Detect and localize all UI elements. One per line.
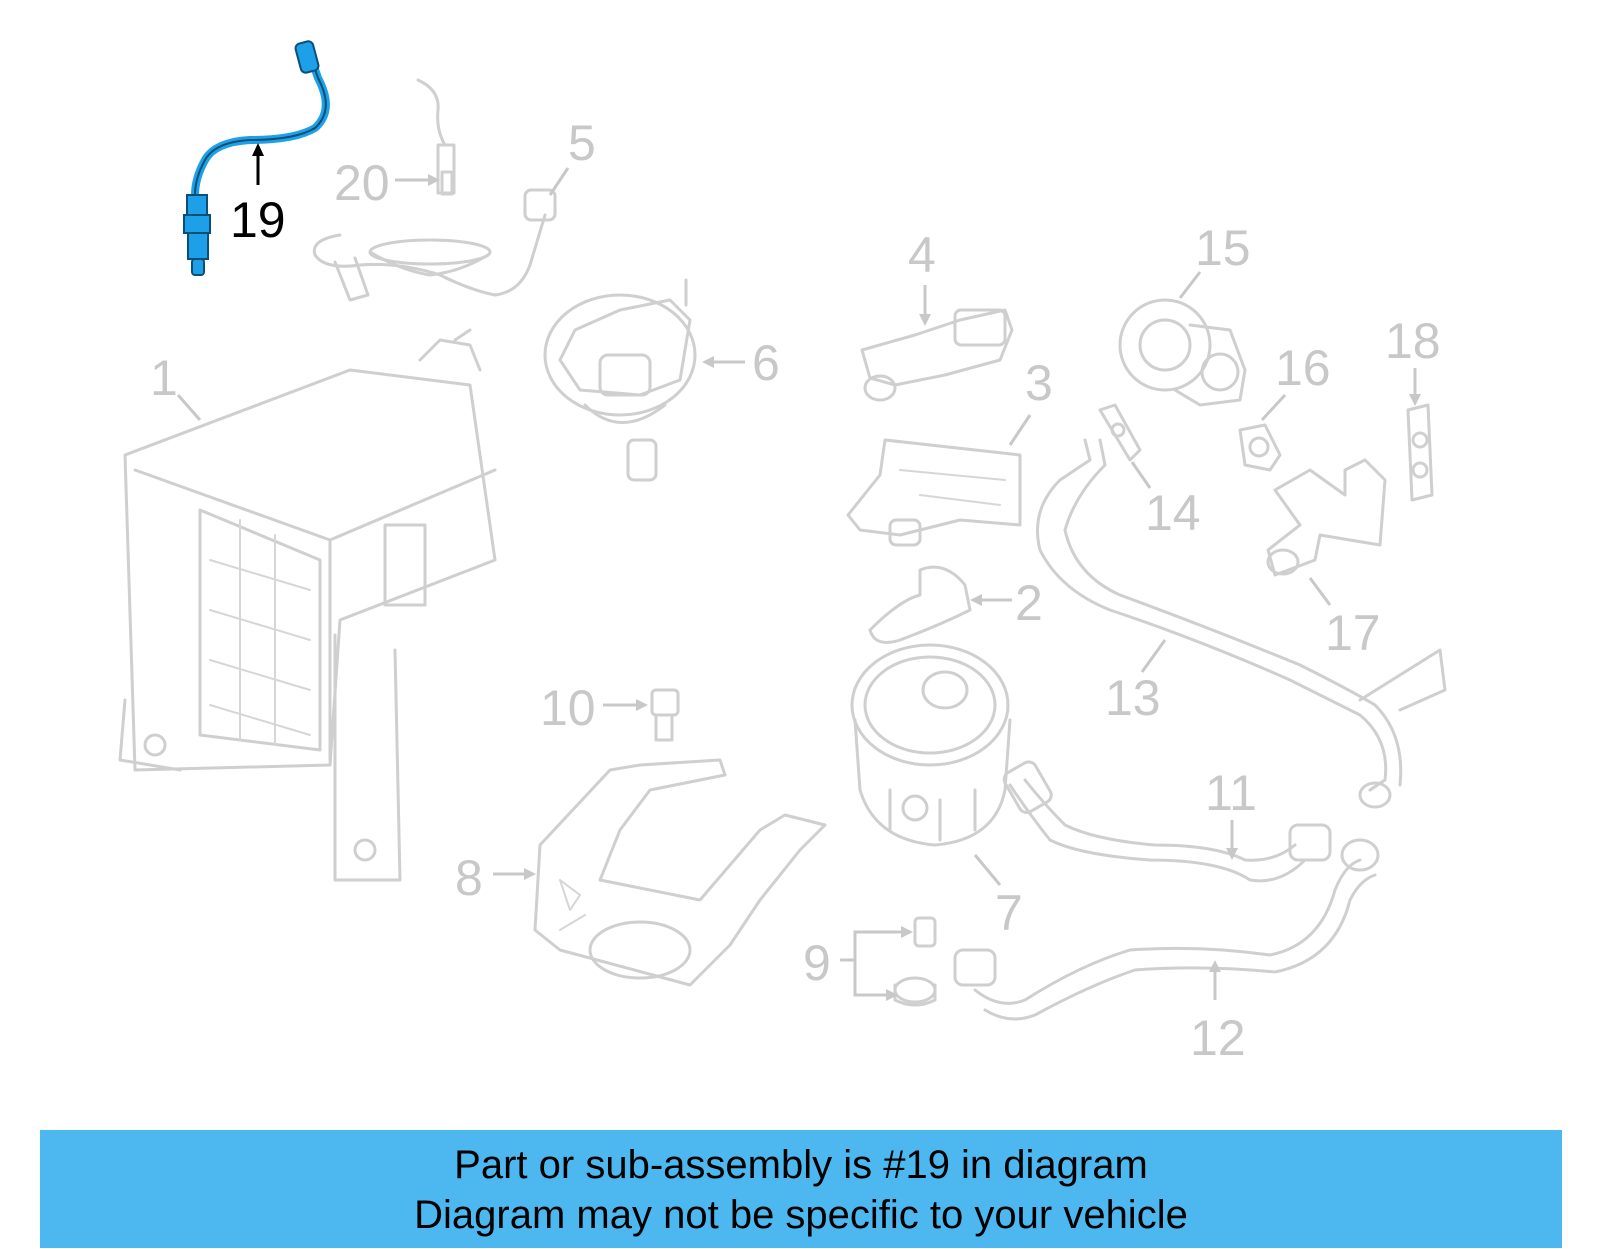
part-19-oxygen-sensor[interactable] bbox=[183, 40, 330, 276]
part-6-valve[interactable] bbox=[543, 278, 697, 482]
part-10-sensor[interactable] bbox=[650, 688, 680, 742]
callout-11-label: 11 bbox=[1205, 765, 1257, 821]
part-3-bracket[interactable] bbox=[846, 438, 1022, 547]
callout-1-label: 1 bbox=[150, 350, 178, 406]
part-18-gasket[interactable] bbox=[1406, 403, 1434, 502]
part-20-oxygen-sensor[interactable] bbox=[416, 78, 456, 196]
callout-13-label: 13 bbox=[1105, 670, 1161, 726]
part-9-fasteners[interactable] bbox=[893, 916, 937, 1007]
callout-3-label: 3 bbox=[1025, 355, 1053, 411]
part-7-air-pump[interactable] bbox=[850, 643, 1012, 847]
part-13-air-pipe[interactable] bbox=[1036, 438, 1447, 809]
part-15-valve[interactable] bbox=[1118, 298, 1247, 407]
callout-7-label: 7 bbox=[995, 885, 1023, 941]
parts-diagram: 19 20 5 6 bbox=[118, 40, 1447, 1066]
part-17-pipe[interactable] bbox=[1266, 458, 1387, 577]
callout-10-label: 10 bbox=[540, 680, 596, 736]
callout-16-label: 16 bbox=[1275, 340, 1331, 396]
part-14-gasket[interactable] bbox=[1098, 403, 1142, 462]
part-11-hose[interactable] bbox=[1001, 759, 1332, 883]
callout-14-label: 14 bbox=[1145, 485, 1201, 541]
callout-20-label: 20 bbox=[334, 155, 390, 211]
banner-part-line: Part or sub-assembly is #19 in diagram bbox=[454, 1143, 1148, 1187]
callout-4-label: 4 bbox=[908, 227, 936, 283]
part-12-hose[interactable] bbox=[953, 838, 1380, 1021]
part-8-bracket[interactable] bbox=[533, 758, 827, 987]
callout-8-label: 8 bbox=[455, 850, 483, 906]
callout-2-label: 2 bbox=[1015, 575, 1043, 631]
callout-5-label: 5 bbox=[568, 115, 596, 171]
part-4-check-valve[interactable] bbox=[860, 308, 1014, 402]
callout-15-label: 15 bbox=[1195, 220, 1251, 276]
callout-19-label: 19 bbox=[230, 192, 286, 248]
banner-disclaimer-line: Diagram may not be specific to your vehi… bbox=[414, 1193, 1188, 1237]
part-16-gasket[interactable] bbox=[1238, 423, 1282, 472]
callout-18-label: 18 bbox=[1385, 313, 1441, 369]
callout-9-label: 9 bbox=[803, 935, 831, 991]
callout-17-label: 17 bbox=[1325, 605, 1381, 661]
callout-19-arrowhead bbox=[252, 143, 264, 156]
part-1-charcoal-canister[interactable] bbox=[118, 328, 497, 882]
callout-6-label: 6 bbox=[752, 335, 780, 391]
part-5-hose-assembly[interactable] bbox=[312, 188, 557, 302]
part-2-elbow-hose[interactable] bbox=[868, 565, 972, 644]
info-banner: Part or sub-assembly is #19 in diagram D… bbox=[40, 1130, 1562, 1248]
callout-12-label: 12 bbox=[1190, 1010, 1246, 1066]
